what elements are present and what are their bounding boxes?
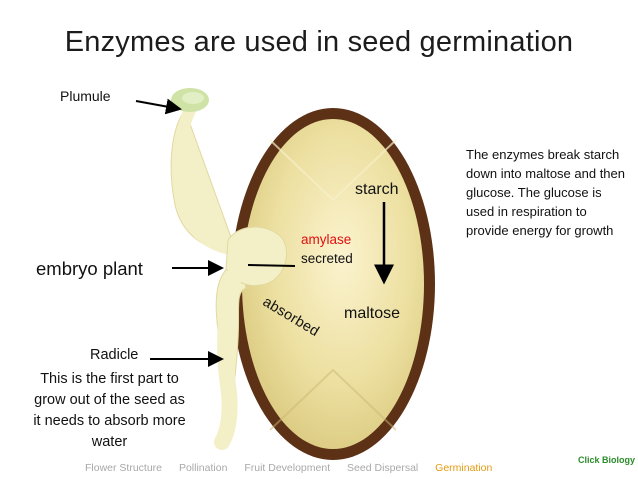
page-title: Enzymes are used in seed germination (64, 26, 574, 58)
secreted-label: secreted (301, 251, 353, 266)
nav-fruit-development[interactable]: Fruit Development (244, 462, 331, 474)
maltose-label: maltose (344, 305, 401, 322)
plumule-stem (172, 104, 241, 256)
plumule-label: Plumule (60, 88, 111, 104)
nav-seed-dispersal[interactable]: Seed Dispersal (347, 462, 419, 474)
nav-flower-structure[interactable]: Flower Structure (85, 462, 163, 474)
nav-germination[interactable]: Germination (435, 462, 493, 474)
radicle-root (214, 262, 244, 450)
plumule-pointer (135, 98, 182, 115)
starch-label: starch (355, 181, 399, 198)
endosperm-facet (269, 368, 397, 431)
secreted-arrow (247, 264, 296, 267)
embryo-plant-label: embryo plant (36, 258, 143, 279)
enzyme-explanation: The enzymes break starch down into malto… (466, 147, 625, 238)
footer-nav: Flower Structure Pollination Fruit Devel… (85, 462, 506, 474)
endosperm (242, 119, 424, 449)
nav-pollination[interactable]: Pollination (178, 462, 228, 474)
brand-logo: Click Biology (578, 455, 636, 465)
endosperm-facet (269, 139, 397, 202)
radicle-label: Radicle (90, 347, 139, 363)
radicle-description: This is the first part to grow out of th… (33, 371, 186, 450)
plumule-leaf-highlight (182, 92, 204, 104)
amylase-label: amylase (301, 232, 352, 247)
